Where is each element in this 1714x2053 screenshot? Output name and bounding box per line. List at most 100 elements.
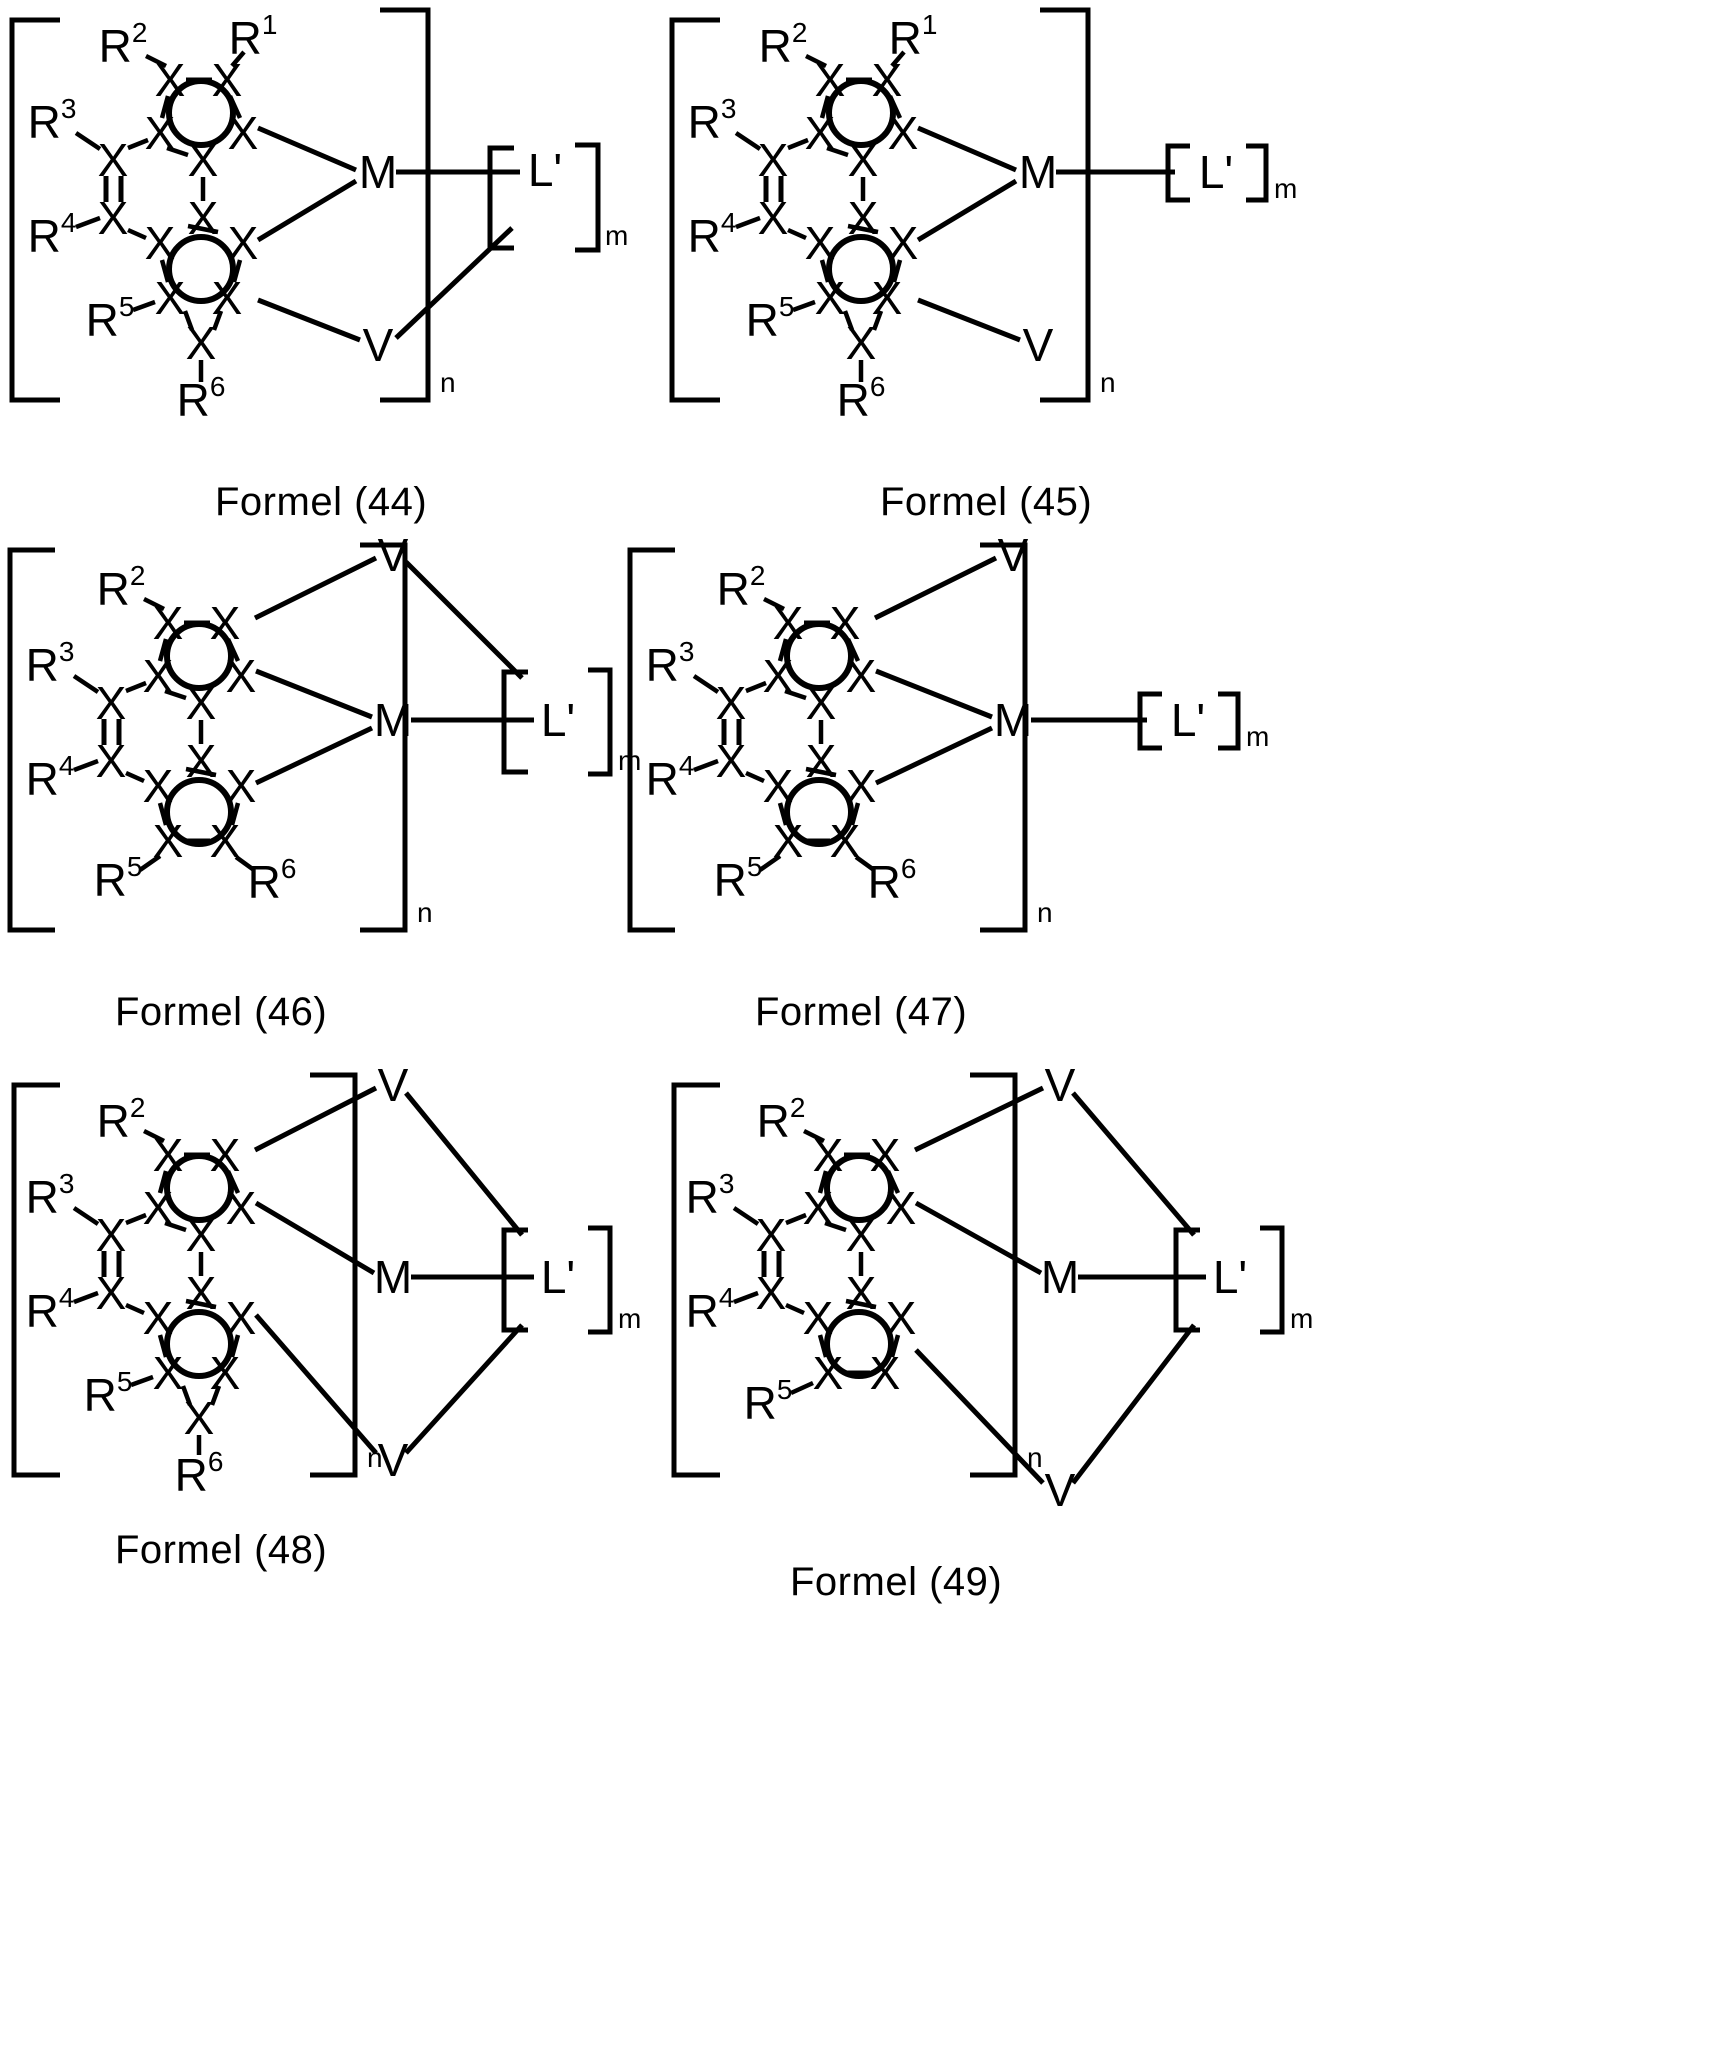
substituent-bond bbox=[733, 1290, 759, 1305]
metal-center: M bbox=[359, 146, 397, 198]
ring-bond bbox=[787, 137, 809, 151]
substituent-label-r1: R1 bbox=[229, 9, 278, 65]
outer-bracket-left bbox=[11, 1082, 60, 1478]
ring-bond bbox=[819, 95, 831, 119]
substituent-label-r5: R5 bbox=[746, 291, 795, 347]
outer-bracket-left bbox=[7, 547, 55, 933]
coordination-bond-upper bbox=[257, 125, 357, 173]
metal-center: M bbox=[994, 694, 1032, 746]
ring-bond bbox=[157, 1170, 169, 1194]
ligand-bracket-left bbox=[1173, 1227, 1200, 1333]
substituent-label-r3: R3 bbox=[26, 636, 75, 692]
core-atom: X bbox=[716, 735, 747, 787]
coordination-bond-lower bbox=[256, 178, 358, 243]
m-bracket-right bbox=[1260, 1225, 1285, 1335]
subscript-m: m bbox=[1290, 1303, 1313, 1334]
coordination-bond-lower bbox=[874, 725, 994, 786]
v-node: V bbox=[1023, 319, 1054, 371]
subscript-n: n bbox=[417, 897, 433, 928]
core-atom: X bbox=[758, 192, 789, 244]
ring-bond bbox=[845, 1298, 877, 1310]
ligand-bracket-right bbox=[1218, 691, 1241, 751]
substituent-bond bbox=[790, 1380, 814, 1396]
subscript-n: n bbox=[440, 367, 456, 398]
core-atom: X bbox=[756, 1267, 787, 1319]
ring-bond bbox=[180, 1385, 193, 1406]
v-node-lower: V bbox=[1045, 1464, 1076, 1516]
substituent-label-r2: R2 bbox=[97, 560, 146, 616]
aromatic-ring-lower bbox=[164, 777, 234, 847]
formula-47-figure: n X X X X X X X X X X X X bbox=[620, 520, 1320, 990]
ring-bond bbox=[824, 1220, 847, 1233]
substituent-label-r2: R2 bbox=[97, 1092, 146, 1148]
ring-bond bbox=[166, 145, 189, 158]
metal-center: M bbox=[1041, 1251, 1079, 1303]
coordination-bond-lower bbox=[916, 178, 1018, 243]
coordination-bond-upper bbox=[255, 668, 373, 720]
ring-bond bbox=[127, 227, 147, 241]
substituent-bond bbox=[762, 596, 786, 612]
substituent-bond bbox=[693, 758, 719, 773]
ring-bond bbox=[127, 137, 149, 151]
metal-center: M bbox=[1019, 146, 1057, 198]
formula-44-figure: n X X X X X X X X X X X X bbox=[0, 0, 680, 470]
coordination-bond-upper bbox=[917, 125, 1017, 173]
v-lower-ligand-bond bbox=[1071, 1323, 1196, 1485]
ring-bond bbox=[745, 770, 765, 784]
ring-bond bbox=[185, 766, 217, 778]
ligand-label: L' bbox=[1213, 1251, 1247, 1303]
v-upper-ligand-bond bbox=[1071, 1091, 1196, 1237]
ring-bond bbox=[159, 259, 171, 283]
ring-bond bbox=[185, 1298, 217, 1310]
outer-bracket-left bbox=[669, 17, 720, 403]
ring-bond bbox=[889, 1334, 901, 1358]
ring-bond bbox=[745, 680, 767, 694]
substituent-label-r3: R3 bbox=[26, 1168, 75, 1224]
ligand-bracket-right bbox=[1246, 143, 1269, 203]
ring-bond bbox=[229, 802, 241, 826]
outer-bracket-left bbox=[9, 17, 60, 403]
ring-bond bbox=[211, 310, 224, 331]
substituent-label-r4: R4 bbox=[688, 207, 737, 263]
substituent-label-r5: R5 bbox=[94, 851, 143, 907]
ring-bond bbox=[157, 1334, 169, 1358]
v-node-upper: V bbox=[1045, 1059, 1076, 1111]
substituent-label-r4: R4 bbox=[686, 1282, 735, 1338]
v-bond-lower bbox=[914, 1348, 1045, 1485]
substituent-bond bbox=[72, 674, 100, 694]
substituent-label-r5: R5 bbox=[714, 851, 763, 907]
ring-bond bbox=[182, 310, 195, 331]
ring-bond bbox=[817, 1334, 829, 1358]
substituent-bond bbox=[132, 299, 156, 313]
v-node: V bbox=[378, 529, 409, 581]
core-atom: X bbox=[96, 735, 127, 787]
ligand-label: L' bbox=[1199, 146, 1233, 198]
ring-bond bbox=[157, 802, 169, 826]
substituent-bond bbox=[130, 1374, 154, 1388]
substituent-bond bbox=[804, 53, 828, 69]
aromatic-ring-lower bbox=[784, 777, 854, 847]
ring-bond bbox=[887, 95, 903, 119]
substituent-label-r6: R6 bbox=[868, 853, 917, 909]
formula-45-figure: n X X X X X X X X X X X X bbox=[660, 0, 1360, 470]
substituent-label-r6: R6 bbox=[177, 371, 226, 427]
caption-formula-49: Formel (49) bbox=[790, 1560, 1003, 1604]
substituent-label-r4: R4 bbox=[646, 750, 695, 806]
substituent-label-r2: R2 bbox=[99, 17, 148, 73]
substituent-bond bbox=[138, 854, 162, 872]
aromatic-ring-lower bbox=[824, 1309, 894, 1379]
substituent-bond bbox=[854, 855, 876, 872]
substituent-bond bbox=[73, 1290, 99, 1305]
subscript-n: n bbox=[1100, 367, 1116, 398]
m-bracket-right bbox=[588, 667, 613, 777]
substituent-bond bbox=[692, 674, 720, 694]
substituent-bond bbox=[734, 131, 762, 151]
v-upper-ligand-bond bbox=[404, 1091, 524, 1237]
substituent-label-r3: R3 bbox=[28, 93, 77, 149]
substituent-label-r5: R5 bbox=[84, 1366, 133, 1422]
substituent-bond bbox=[142, 1128, 166, 1144]
outer-bracket-left bbox=[627, 547, 675, 933]
ligand-label: L' bbox=[528, 144, 562, 196]
subscript-m: m bbox=[605, 220, 628, 251]
